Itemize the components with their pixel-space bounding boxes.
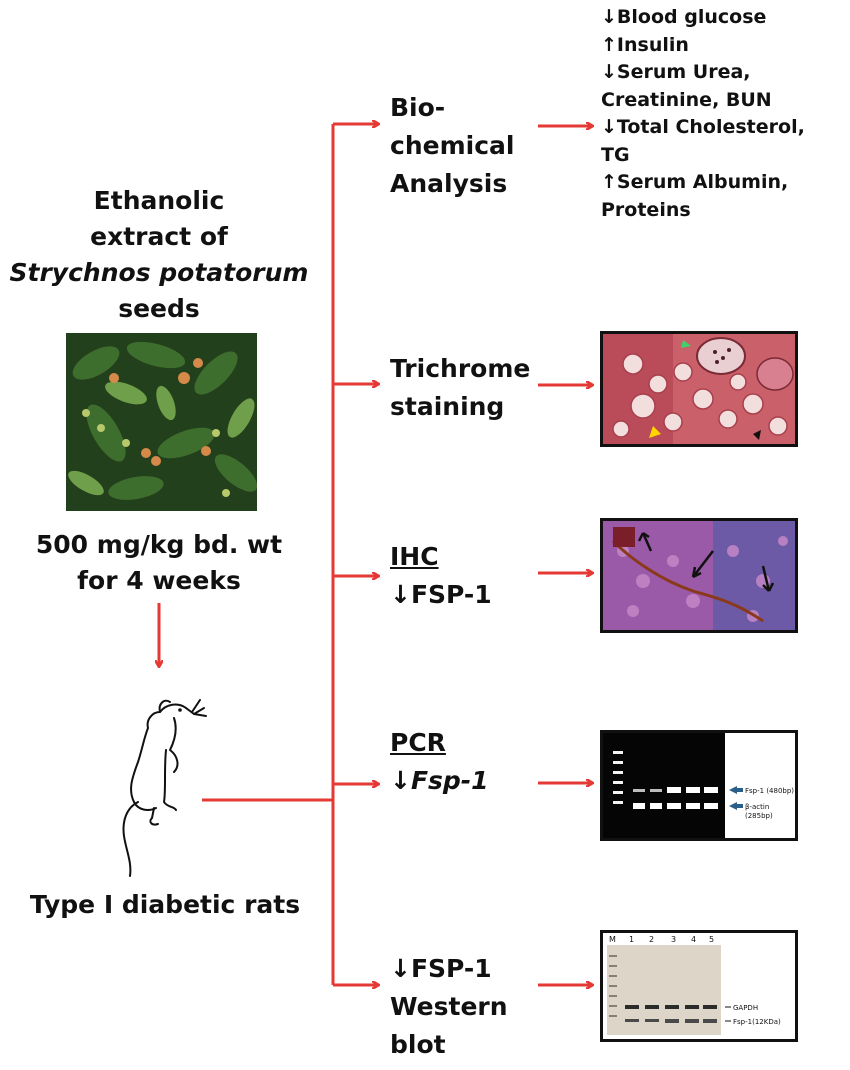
branch-ihc-title: IHC xyxy=(390,542,439,571)
extract-title: Ethanolic extract of Strychnos potatorum… xyxy=(0,183,318,327)
lane-label: 1 xyxy=(629,935,634,944)
lane-label: 3 xyxy=(671,935,676,944)
western-band2-label: Fsp-1(12KDa) xyxy=(733,1018,781,1026)
result-item: TG xyxy=(601,143,630,166)
trichrome-image xyxy=(600,331,798,447)
down-arrow-glyph: ↓ xyxy=(390,766,411,795)
branch-western: ↓FSP-1 Western blot xyxy=(390,950,508,1064)
branch-western-line3: blot xyxy=(390,1030,446,1059)
lane-label: 2 xyxy=(649,935,654,944)
branch-biochem-line3: Analysis xyxy=(390,169,508,198)
result-item: ↓Blood glucose xyxy=(601,6,767,28)
branch-ihc: IHC ↓FSP-1 xyxy=(390,538,492,614)
result-item: ↑Serum Albumin, xyxy=(601,171,789,193)
western-band1-label: GAPDH xyxy=(733,1004,758,1012)
extract-title-line1: Ethanolic xyxy=(93,186,225,215)
branch-ihc-result: ↓FSP-1 xyxy=(390,580,492,609)
biochem-results-list: ↓Blood glucose ↑Insulin ↓Serum Urea, Cre… xyxy=(601,4,805,224)
pcr-gel-image: Fsp-1 (480bp) β-actin (285bp) xyxy=(600,730,798,841)
branch-pcr-result: ↓Fsp-1 xyxy=(390,762,489,800)
dose-line1: 500 mg/kg bd. wt xyxy=(35,530,283,559)
result-item: ↓Serum Urea, xyxy=(601,61,751,83)
rats-label: Type I diabetic rats xyxy=(29,890,301,919)
branch-biochem-line2: chemical xyxy=(390,131,515,160)
plant-photo xyxy=(66,333,257,511)
result-item: ↓Total Cholesterol, xyxy=(601,116,805,138)
pcr-band2-label-a: β-actin xyxy=(745,803,769,811)
result-item: Proteins xyxy=(601,198,691,221)
ihc-image xyxy=(600,518,798,633)
branch-pcr-title: PCR xyxy=(390,728,446,757)
western-blot-image: M 1 2 3 4 5 GAPDH Fsp-1(12KDa) xyxy=(600,930,798,1042)
branch-trichrome: Trichrome staining xyxy=(390,350,530,426)
extract-title-line4: seeds xyxy=(118,294,200,323)
branch-western-line2: Western xyxy=(390,992,508,1021)
result-item: ↑Insulin xyxy=(601,33,689,56)
branch-pcr-gene: Fsp-1 xyxy=(410,766,489,795)
lane-label: M xyxy=(609,935,616,944)
pcr-band1-label: Fsp-1 (480bp) xyxy=(745,787,794,795)
extract-title-species: Strychnos potatorum xyxy=(9,258,309,287)
lane-label: 5 xyxy=(709,935,714,944)
branch-pcr: PCR ↓Fsp-1 xyxy=(390,724,489,800)
lane-label: 4 xyxy=(691,935,696,944)
branch-biochem-line1: Bio- xyxy=(390,93,446,122)
dose-line2: for 4 weeks xyxy=(77,566,241,595)
rat-icon xyxy=(122,699,207,877)
result-item: Creatinine, BUN xyxy=(601,88,772,111)
pcr-band2-label-b: (285bp) xyxy=(745,812,773,820)
branch-western-line1: ↓FSP-1 xyxy=(390,954,492,983)
branch-biochem: Bio- chemical Analysis xyxy=(390,89,514,203)
branch-trichrome-line1: Trichrome xyxy=(390,354,531,383)
extract-title-line2: extract of xyxy=(90,222,228,251)
branch-trichrome-line2: staining xyxy=(390,392,505,421)
dose-label: 500 mg/kg bd. wt for 4 weeks xyxy=(0,527,318,599)
